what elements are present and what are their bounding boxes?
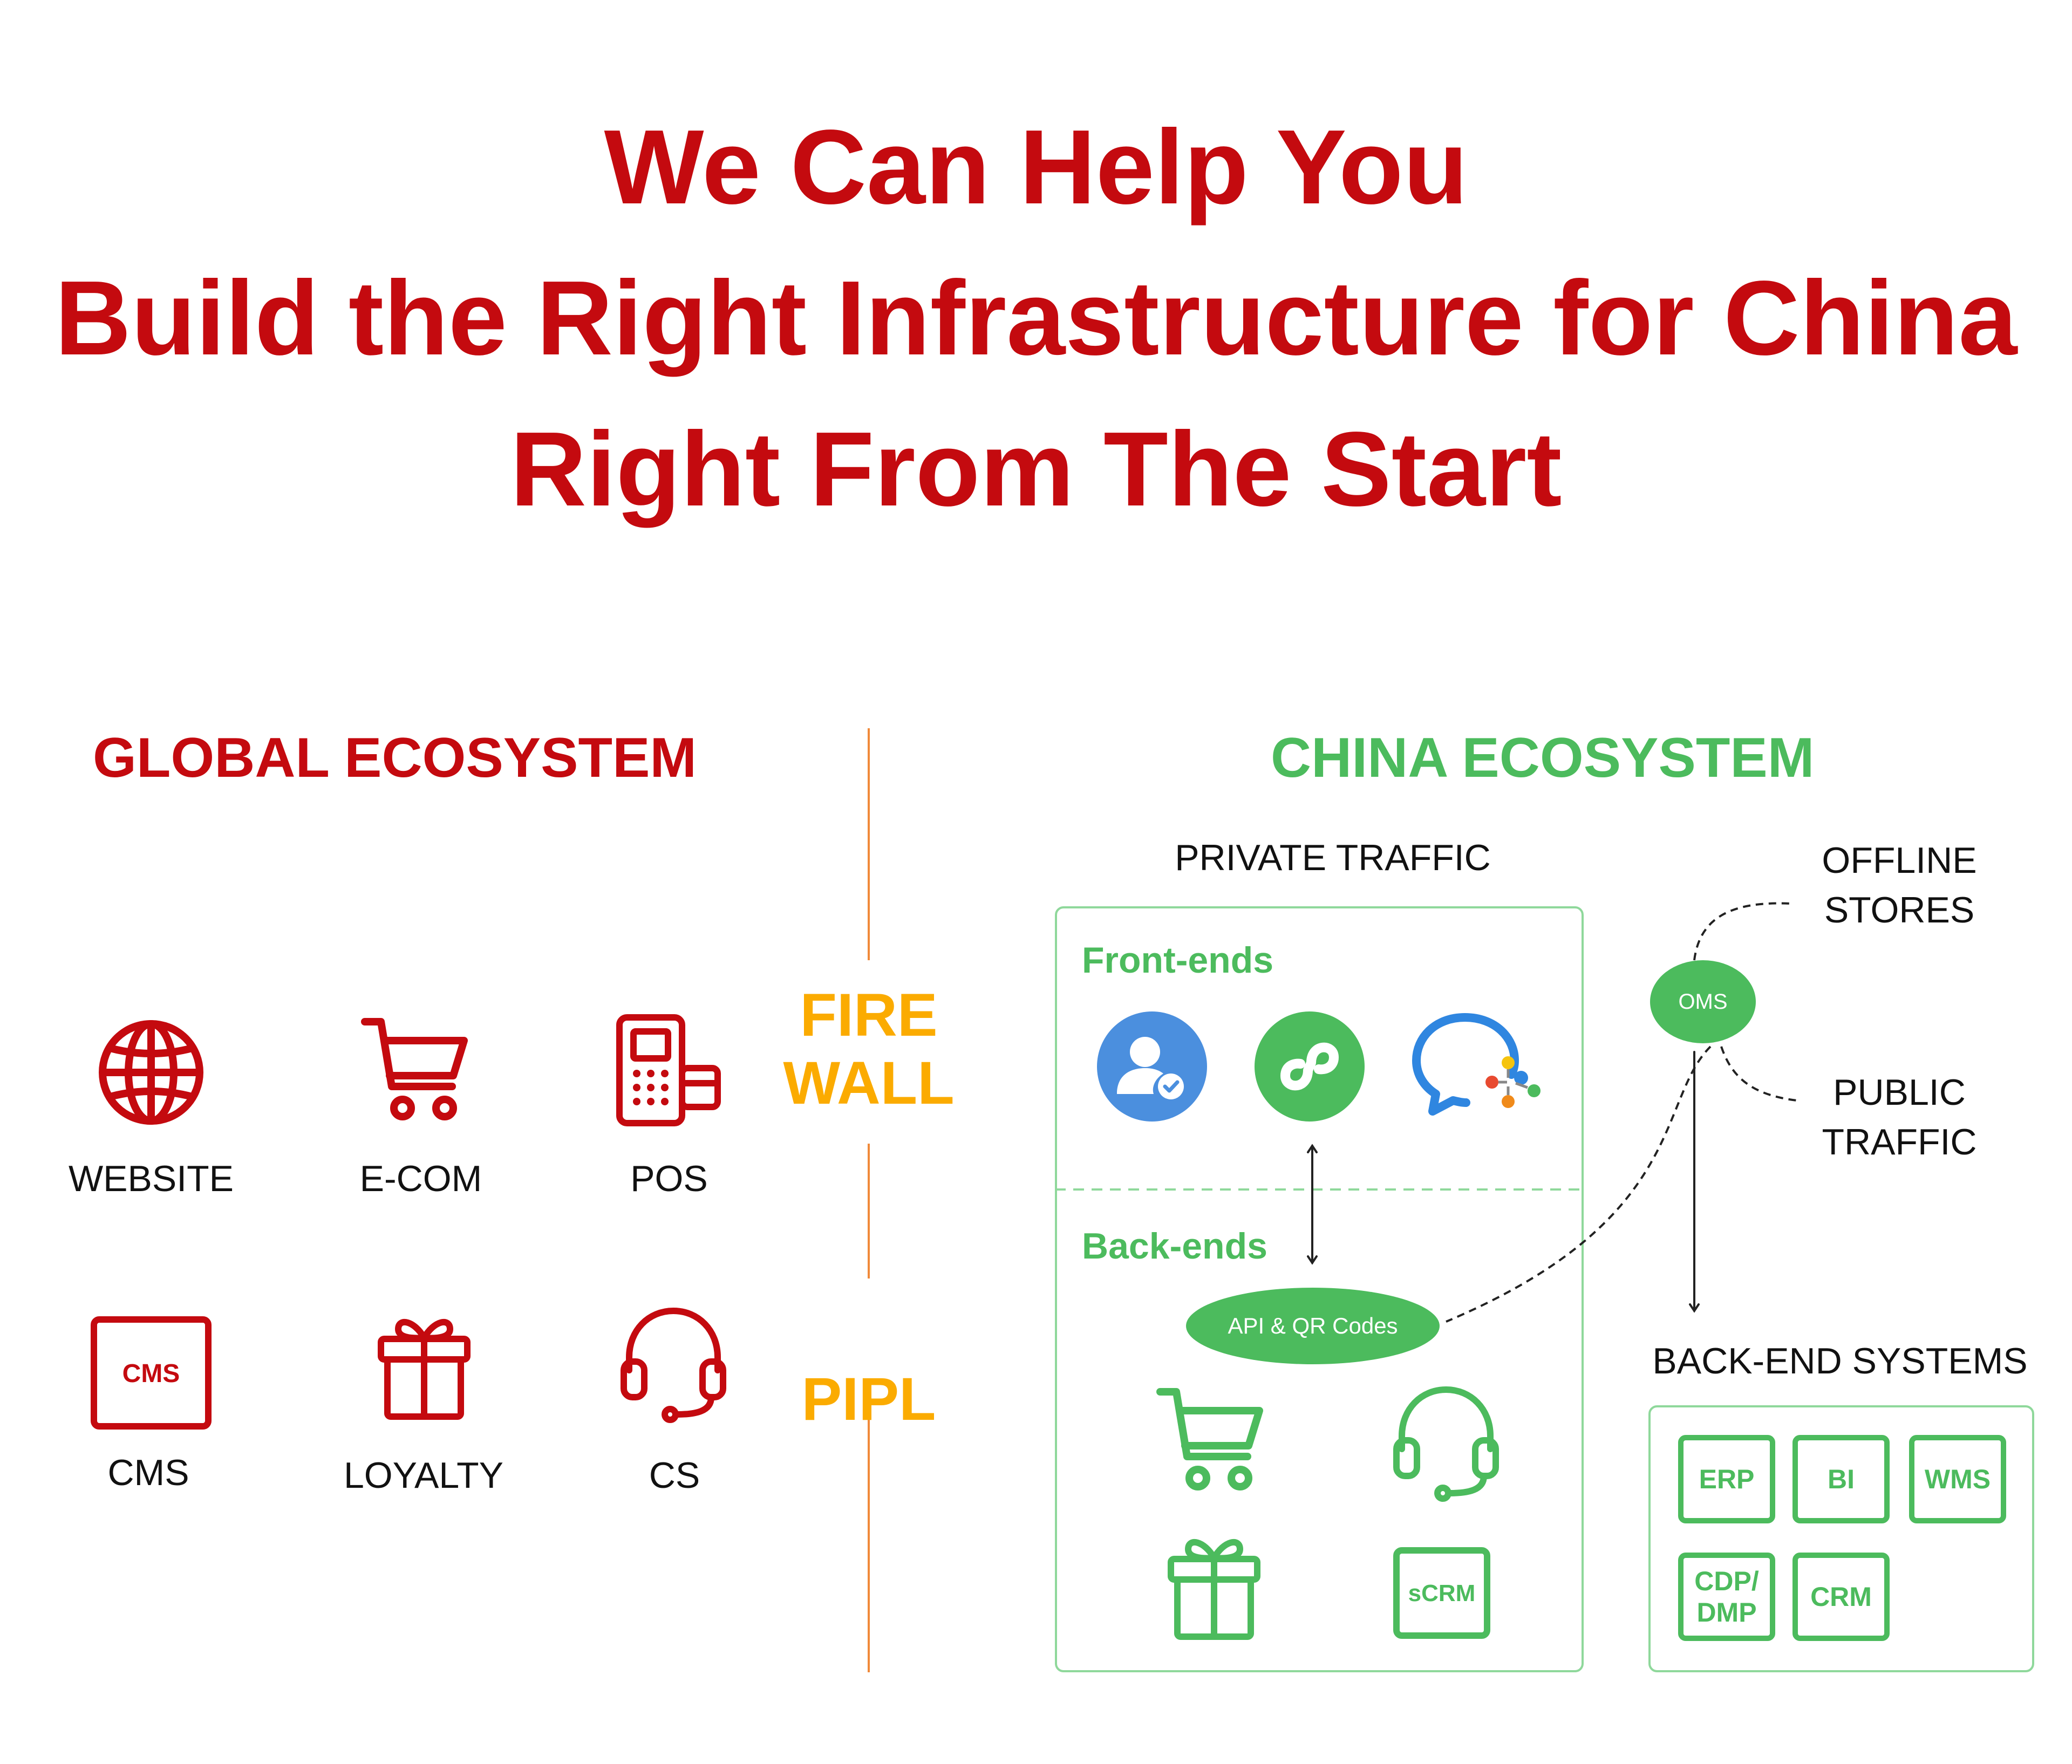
public-traffic-label-line1: PUBLIC (1833, 1072, 1966, 1113)
wecom-chat-icon (1412, 1013, 1541, 1116)
bi-box: BI (1792, 1435, 1890, 1523)
gift-icon (1168, 1539, 1260, 1640)
shopping-cart-icon (361, 1018, 468, 1120)
china-ecosystem-heading: CHINA ECOSYSTEM (1271, 727, 1815, 789)
mini-program-icon (1255, 1011, 1365, 1122)
cdp-dmp-box: CDP/ DMP (1678, 1553, 1775, 1641)
title-line-3: Right From The Start (510, 410, 1562, 528)
cms-icon: CMS (91, 1316, 212, 1430)
pipl-label: PIPL (801, 1365, 936, 1433)
title-line-1: We Can Help You (604, 108, 1468, 226)
backend-systems-label: BACK-END SYSTEMS (1652, 1341, 2028, 1382)
user-verified-icon (1097, 1011, 1207, 1122)
wms-box: WMS (1909, 1435, 2006, 1523)
oms-connectors (1446, 902, 1797, 1323)
cms-icon-text: CMS (122, 1359, 180, 1388)
gift-icon (378, 1318, 471, 1420)
cms-label: CMS (107, 1452, 189, 1493)
headset-icon (1393, 1386, 1499, 1502)
erp-label: ERP (1699, 1464, 1755, 1494)
title-line-2: Build the Right Infrastructure for China (54, 259, 2018, 377)
oms-label: OMS (1678, 989, 1728, 1014)
global-ecosystem-heading: GLOBAL ECOSYSTEM (93, 727, 697, 789)
pos-terminal-icon (616, 1014, 721, 1126)
back-ends-label: Back-ends (1082, 1226, 1267, 1267)
private-traffic-label: PRIVATE TRAFFIC (1175, 837, 1491, 878)
offline-stores-label-line1: OFFLINE (1822, 840, 1977, 881)
oms-node: OMS (1650, 960, 1756, 1043)
erp-box: ERP (1678, 1435, 1775, 1523)
front-ends-label: Front-ends (1082, 940, 1274, 981)
offline-stores-label-line2: STORES (1824, 890, 1975, 931)
globe-icon (99, 1020, 203, 1125)
cdp-dmp-label: CDP/ DMP (1694, 1566, 1759, 1628)
ecom-label: E-COM (359, 1158, 482, 1199)
api-qr-codes-label: API & QR Codes (1228, 1313, 1398, 1338)
website-label: WEBSITE (68, 1158, 234, 1199)
scrm-icon-text: sCRM (1408, 1580, 1476, 1606)
headset-icon (621, 1308, 726, 1423)
cs-label: CS (649, 1455, 700, 1496)
front-back-arrow (1307, 1144, 1318, 1265)
divider-line (868, 728, 870, 1672)
crm-label: CRM (1810, 1582, 1872, 1612)
api-qr-codes-pill: API & QR Codes (1186, 1288, 1440, 1364)
public-traffic-label-line2: TRAFFIC (1822, 1122, 1977, 1163)
pos-label: POS (630, 1158, 708, 1199)
shopping-cart-icon (1156, 1388, 1263, 1490)
loyalty-label: LOYALTY (343, 1455, 504, 1496)
crm-box: CRM (1792, 1553, 1890, 1641)
scrm-icon: sCRM (1393, 1547, 1490, 1639)
front-back-separator (1055, 1188, 1584, 1191)
firewall-label-line2: WALL (783, 1049, 955, 1117)
private-traffic-box (1055, 906, 1584, 1672)
bi-label: BI (1828, 1464, 1855, 1494)
wms-label: WMS (1924, 1464, 1991, 1494)
firewall-label-line1: FIRE (800, 981, 938, 1049)
backend-systems-box (1648, 1405, 2034, 1672)
